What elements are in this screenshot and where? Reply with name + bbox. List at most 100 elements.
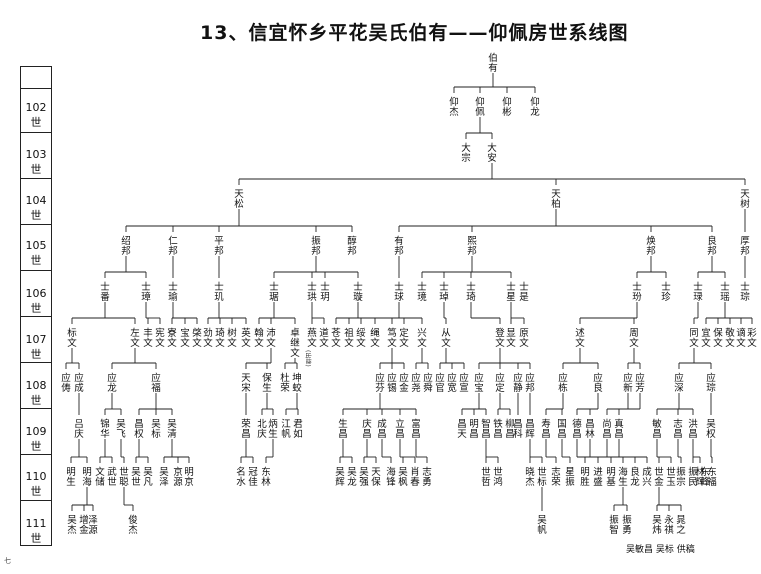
person-shouchang: 寿昌	[541, 418, 551, 440]
svg-text:厚: 厚	[740, 236, 750, 247]
person-zhenyong: 振勇	[622, 514, 632, 536]
person-yingxi: 应锡	[387, 372, 397, 394]
svg-text:琦: 琦	[215, 328, 225, 339]
svg-text:基: 基	[606, 476, 616, 488]
svg-text:民: 民	[688, 477, 698, 488]
svg-text:天: 天	[234, 189, 244, 200]
gen-label: 106世	[25, 287, 47, 315]
svg-text:宪: 宪	[155, 327, 165, 339]
svg-text:应: 应	[459, 372, 469, 384]
svg-text:文: 文	[203, 337, 213, 349]
svg-text:邦: 邦	[121, 245, 131, 257]
person-jinhua: 锦华	[100, 418, 110, 440]
svg-text:宣: 宣	[459, 382, 469, 394]
svg-text:原: 原	[519, 328, 529, 339]
gen-divider	[21, 454, 51, 455]
svg-text:宽: 宽	[447, 382, 457, 394]
svg-text:晁: 晁	[676, 515, 686, 526]
person-zhenzong: 振宗	[676, 466, 686, 488]
person-shiqi: 士琦	[466, 281, 476, 303]
svg-text:林: 林	[261, 476, 271, 488]
person-dengwen: 登文	[495, 328, 505, 349]
svg-text:静: 静	[513, 382, 523, 394]
svg-text:英: 英	[241, 327, 251, 339]
person-guochang: 国昌	[557, 419, 567, 440]
svg-text:洪: 洪	[688, 418, 698, 430]
person-changtian: 昌天	[457, 419, 467, 440]
person-yingkuan: 应宽	[447, 372, 457, 394]
svg-text:大: 大	[487, 142, 497, 154]
svg-text:琚: 琚	[269, 292, 279, 303]
svg-text:辉: 辉	[335, 477, 345, 488]
svg-text:焕: 焕	[646, 235, 656, 247]
svg-text:智: 智	[481, 418, 491, 430]
svg-text:士: 士	[394, 281, 404, 293]
svg-text:琭: 琭	[693, 292, 703, 303]
svg-text:庆: 庆	[74, 428, 84, 440]
svg-text:泽: 泽	[88, 515, 98, 526]
person-yingbang: 应邦	[525, 372, 535, 394]
svg-text:凡: 凡	[143, 477, 153, 488]
svg-text:振: 振	[565, 476, 575, 488]
svg-text:杰: 杰	[67, 524, 77, 536]
svg-text:文: 文	[441, 337, 451, 349]
svg-text:振: 振	[688, 466, 698, 478]
person-dongsen: 东林	[261, 466, 271, 488]
svg-text:文: 文	[241, 337, 251, 349]
svg-text:名: 名	[236, 466, 246, 478]
svg-text:立: 立	[395, 418, 405, 430]
svg-text:文: 文	[254, 337, 264, 349]
person-shiyu2: 世玉	[666, 466, 676, 488]
svg-text:士: 士	[100, 281, 110, 293]
svg-text:振: 振	[676, 466, 686, 478]
svg-text:吴: 吴	[159, 467, 169, 478]
person-wuquan: 吴权	[706, 419, 716, 440]
svg-text:寮: 寮	[167, 327, 177, 339]
svg-text:佩: 佩	[475, 106, 485, 118]
svg-text:邦: 邦	[707, 245, 717, 257]
person-tiechang: 铁昌	[493, 418, 503, 440]
person-xibang: 熙邦	[467, 236, 477, 257]
person-zhiyong: 志勇	[422, 466, 432, 488]
svg-text:丰: 丰	[143, 327, 153, 339]
person-yingdong: 应栋	[558, 372, 568, 394]
svg-text:水: 水	[236, 476, 246, 488]
person-tianbao2: 天保	[371, 467, 381, 488]
person-shiqiu2: 士琭	[693, 281, 703, 303]
person-yingfang: 应芳	[635, 372, 645, 394]
person-chang: 吕庆	[74, 419, 84, 440]
person-shangchang: 尚昌	[602, 418, 612, 440]
svg-text:世: 世	[131, 476, 141, 488]
person-mingsheng2: 明胜	[580, 467, 590, 488]
svg-text:昌: 昌	[411, 429, 421, 440]
person-shicong: 士琮	[740, 281, 750, 303]
person-dingwen: 定文	[399, 327, 409, 349]
person-ziyuan: 泽源	[88, 515, 98, 536]
person-yingguan: 应官	[435, 372, 445, 394]
svg-text:同: 同	[689, 328, 699, 339]
person-shiyue: 士玥	[320, 281, 330, 303]
svg-text:保: 保	[713, 327, 723, 339]
svg-text:芬: 芬	[375, 383, 385, 394]
gen-label: 109世	[25, 425, 47, 453]
person-tianshu: 天树	[740, 189, 750, 210]
svg-text:吴: 吴	[116, 419, 126, 430]
person-yingcong: 应琮	[706, 372, 716, 394]
svg-text:如: 如	[293, 428, 303, 440]
svg-text:文: 文	[319, 337, 329, 349]
svg-text:绥: 绥	[356, 328, 366, 339]
svg-text:吴: 吴	[131, 467, 141, 478]
person-zhichang: 智昌	[481, 418, 491, 440]
svg-text:深: 深	[674, 383, 684, 394]
svg-text:炜: 炜	[652, 524, 662, 536]
person-liangbang: 良邦	[707, 235, 717, 257]
svg-text:士: 士	[307, 281, 317, 293]
svg-text:杰: 杰	[525, 476, 535, 488]
gen-label: 103世	[25, 148, 47, 176]
person-kunjiao: 坤蛟	[292, 372, 302, 394]
person-yingshen: 应深	[674, 372, 684, 394]
svg-text:是: 是	[519, 292, 529, 303]
person-houbang: 厚邦	[740, 236, 750, 257]
svg-text:昌: 昌	[505, 429, 515, 440]
svg-text:福: 福	[151, 382, 161, 394]
